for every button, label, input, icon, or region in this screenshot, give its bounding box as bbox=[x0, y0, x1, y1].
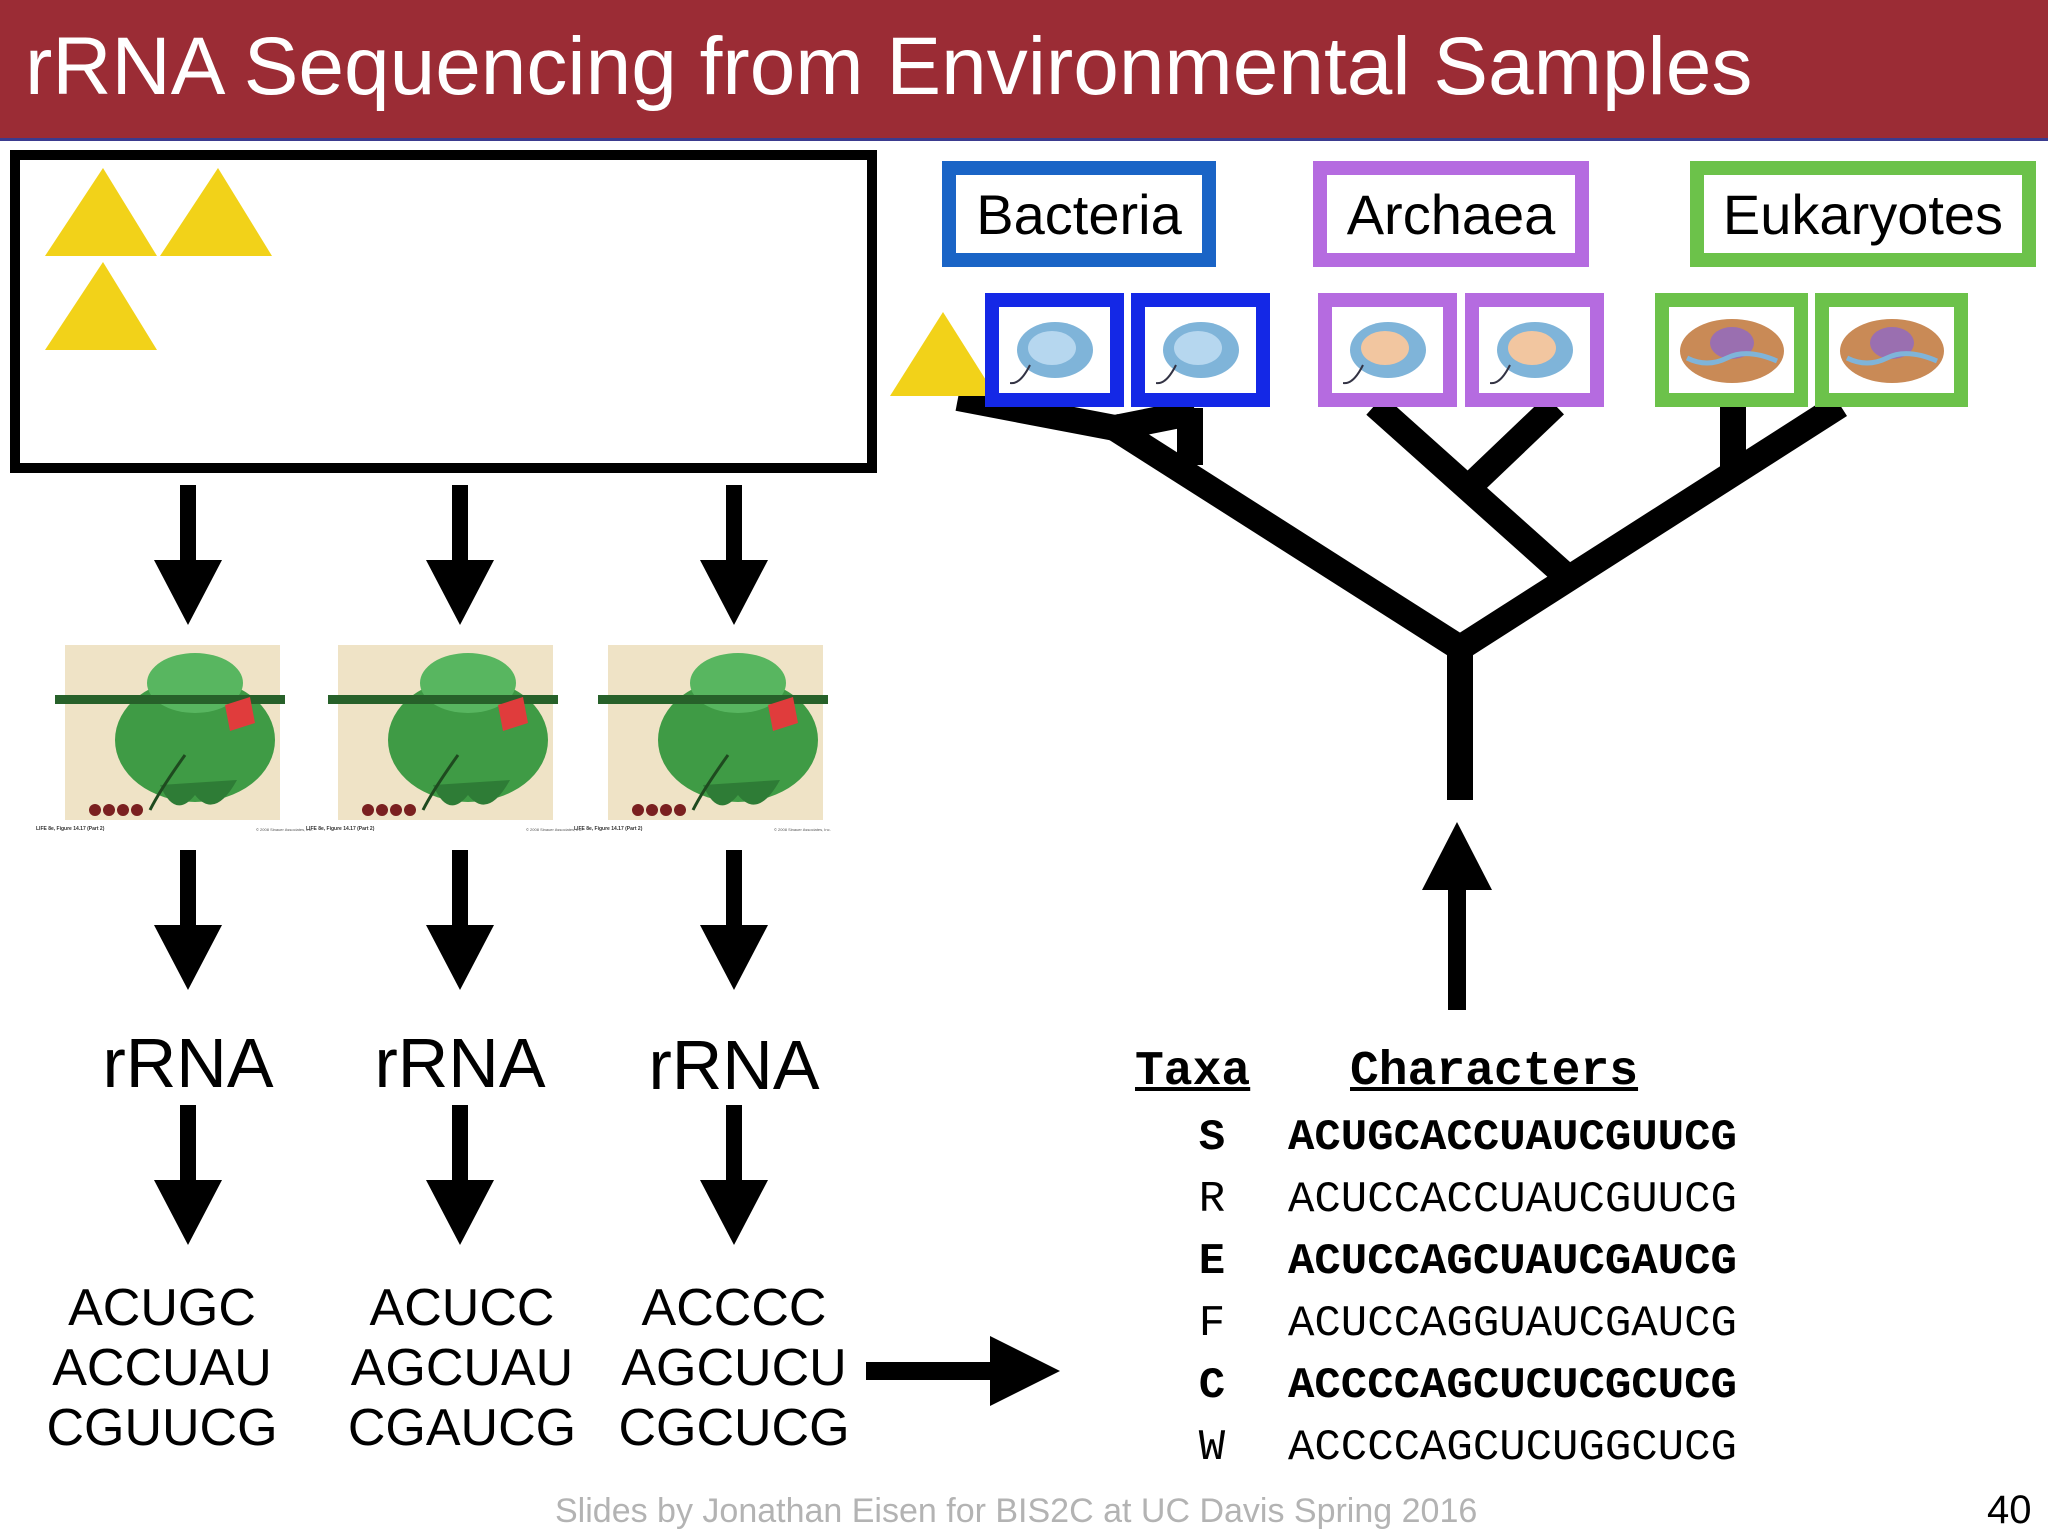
ribosome-credit: © 2008 Sinauer Associates, Inc. bbox=[256, 827, 313, 832]
character-sequence: ACUCCACCUAUCGUUCG bbox=[1288, 1175, 1737, 1225]
bacteria-cell-box bbox=[1131, 293, 1270, 407]
taxon-label: C bbox=[1198, 1361, 1226, 1411]
sample-triangle bbox=[45, 168, 157, 256]
taxon-label: W bbox=[1198, 1423, 1226, 1473]
slide-footer: Slides by Jonathan Eisen for BIS2C at UC… bbox=[555, 1492, 1478, 1530]
character-sequence: ACUCCAGGUAUCGAUCG bbox=[1288, 1299, 1737, 1349]
eukaryote-cell-icon bbox=[1839, 318, 1944, 383]
taxa-header: Taxa bbox=[1135, 1045, 1251, 1099]
title-rule bbox=[0, 138, 2048, 141]
arrow-right-icon bbox=[866, 1336, 1060, 1406]
ribosome-caption: LIFE 8e, Figure 14.17 (Part 2) bbox=[574, 826, 643, 832]
sample-triangle bbox=[160, 168, 272, 256]
rrna-label: rRNA bbox=[374, 1024, 546, 1102]
eukaryote-cell-icon bbox=[1679, 318, 1784, 383]
sequence-line: ACCCC bbox=[641, 1279, 827, 1337]
rrna-label: rRNA bbox=[102, 1024, 274, 1102]
domain-eukaryotes: Eukaryotes bbox=[1690, 161, 2036, 267]
domain-bacteria: Bacteria bbox=[942, 161, 1216, 267]
character-sequence: ACUGCACCUAUCGUUCG bbox=[1288, 1113, 1737, 1163]
taxon-label: S bbox=[1198, 1113, 1226, 1163]
character-sequence: ACCCCAGCUCUCGCUCG bbox=[1288, 1361, 1737, 1411]
sequence-line: CGAUCG bbox=[347, 1399, 577, 1457]
sequence-fragment: ACUGC ACCUAU CGUUCG bbox=[32, 1278, 292, 1458]
sequence-line: AGCUAU bbox=[350, 1339, 574, 1397]
prokaryote-cell-icon bbox=[1155, 322, 1239, 385]
sequence-fragment: ACCCC AGCUCU CGCUCG bbox=[604, 1278, 864, 1458]
domain-archaea: Archaea bbox=[1313, 161, 1589, 267]
arrow-up-icon bbox=[1422, 822, 1492, 1010]
slide-title: rRNA Sequencing from Environmental Sampl… bbox=[25, 21, 1753, 112]
page-number: 40 bbox=[1987, 1488, 2032, 1532]
sequence-line: AGCUCU bbox=[621, 1339, 847, 1397]
taxon-label: F bbox=[1198, 1299, 1226, 1349]
title-bar bbox=[0, 0, 2048, 140]
ribosome-caption: LIFE 8e, Figure 14.17 (Part 2) bbox=[306, 826, 375, 832]
archaea-cell-box bbox=[1318, 293, 1457, 407]
taxon-label: E bbox=[1198, 1237, 1226, 1287]
sequence-line: ACUGC bbox=[68, 1279, 256, 1337]
eukaryote-cell-box bbox=[1655, 293, 1808, 407]
sequence-line: CGCUCG bbox=[618, 1399, 850, 1457]
characters-header: Characters bbox=[1350, 1045, 1639, 1099]
ribosome-credit: © 2008 Sinauer Associates, Inc. bbox=[526, 827, 583, 832]
rrna-label: rRNA bbox=[648, 1026, 820, 1104]
character-sequence: ACUCCAGCUAUCGAUCG bbox=[1288, 1237, 1737, 1287]
prokaryote-cell-icon bbox=[1342, 322, 1426, 385]
sequence-line: ACUCC bbox=[369, 1279, 555, 1337]
environmental-sample-box bbox=[10, 150, 877, 473]
sample-triangles bbox=[45, 168, 272, 350]
taxon-label: R bbox=[1198, 1175, 1226, 1225]
prokaryote-cell-icon bbox=[1009, 322, 1093, 385]
archaea-cell-box bbox=[1465, 293, 1604, 407]
ribosome-caption: LIFE 8e, Figure 14.17 (Part 2) bbox=[36, 826, 105, 832]
eukaryote-cell-box bbox=[1815, 293, 1968, 407]
sample-triangle bbox=[45, 262, 157, 350]
sequence-line: CGUUCG bbox=[46, 1399, 278, 1457]
bacteria-cell-box bbox=[985, 293, 1124, 407]
sample-triangle bbox=[890, 312, 996, 396]
ribosome-credit: © 2008 Sinauer Associates, Inc. bbox=[774, 827, 831, 832]
character-sequence: ACCCCAGCUCUGGCUCG bbox=[1288, 1423, 1737, 1473]
phylogenetic-tree bbox=[955, 385, 1848, 800]
sequence-line: ACCUAU bbox=[52, 1339, 272, 1397]
sequence-fragment: ACUCC AGCUAU CGAUCG bbox=[332, 1278, 592, 1458]
prokaryote-cell-icon bbox=[1489, 322, 1573, 385]
